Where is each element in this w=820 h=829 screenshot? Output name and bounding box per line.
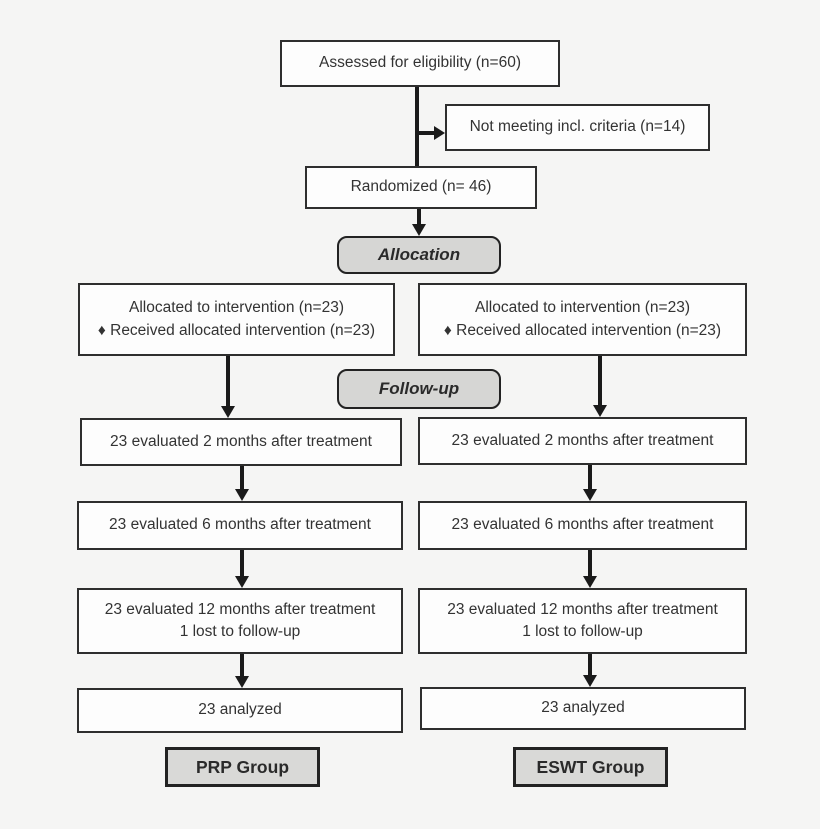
- assessed-eligibility-text: Assessed for eligibility (n=60): [318, 54, 522, 72]
- arrowhead-down-icon: [583, 489, 597, 501]
- box-randomized: Randomized (n= 46): [305, 166, 537, 209]
- eswt-lost-text: 1 lost to follow-up: [522, 623, 643, 640]
- arrowhead-right-icon: [434, 126, 445, 140]
- connector-branch-not-meeting: [417, 131, 435, 135]
- box-prp-eval-2m: 23 evaluated 2 months after treatment: [80, 418, 402, 466]
- connector-randomized-allocation: [417, 209, 421, 226]
- eswt-eval-12m-text: 23 evaluated 12 months after treatment: [447, 600, 718, 618]
- allocation-stage-text: Allocation: [377, 245, 461, 264]
- prp-lost-text: 1 lost to follow-up: [179, 623, 301, 640]
- eswt-group-text: ESWT Group: [536, 756, 645, 777]
- arrowhead-down-icon: [583, 675, 597, 687]
- eswt-eval-2m-text: 23 evaluated 2 months after treatment: [451, 431, 714, 449]
- group-label-prp: PRP Group: [165, 747, 320, 787]
- eswt-allocated-text: Allocated to intervention (n=23): [475, 299, 690, 317]
- box-prp-eval-12m: 23 evaluated 12 months after treatment 1…: [77, 588, 403, 654]
- prp-eval-6m-text: 23 evaluated 6 months after treatment: [109, 516, 371, 534]
- prp-eval-12m-text: 23 evaluated 12 months after treatment: [104, 600, 376, 618]
- connector-eswt-12m-analyzed: [588, 654, 592, 676]
- group-label-eswt: ESWT Group: [513, 747, 668, 787]
- prp-group-text: PRP Group: [195, 756, 290, 777]
- box-prp-allocated: Allocated to intervention (n=23) ♦ Recei…: [78, 283, 395, 356]
- box-not-meeting-criteria: Not meeting incl. criteria (n=14): [445, 104, 710, 151]
- stage-label-allocation: Allocation: [337, 236, 501, 274]
- arrowhead-down-icon: [412, 224, 426, 236]
- box-eswt-eval-6m: 23 evaluated 6 months after treatment: [418, 501, 747, 550]
- box-prp-eval-6m: 23 evaluated 6 months after treatment: [77, 501, 403, 550]
- connector-eswt-2m-6m: [588, 465, 592, 490]
- box-assessed-eligibility: Assessed for eligibility (n=60): [280, 40, 560, 87]
- connector-prp-allocated-2m: [226, 356, 230, 407]
- arrowhead-down-icon: [235, 676, 249, 688]
- arrowhead-down-icon: [235, 576, 249, 588]
- box-eswt-eval-12m: 23 evaluated 12 months after treatment 1…: [418, 588, 747, 654]
- randomized-text: Randomized (n= 46): [350, 178, 492, 196]
- box-prp-analyzed: 23 analyzed: [77, 688, 403, 733]
- arrowhead-down-icon: [235, 489, 249, 501]
- eswt-analyzed-text: 23 analyzed: [541, 699, 625, 717]
- connector-prp-2m-6m: [240, 466, 244, 490]
- eswt-received-text: ♦ Received allocated intervention (n=23): [443, 321, 722, 339]
- prp-allocated-text: Allocated to intervention (n=23): [129, 299, 344, 317]
- prp-analyzed-text: 23 analyzed: [198, 701, 282, 719]
- arrowhead-down-icon: [583, 576, 597, 588]
- arrowhead-down-icon: [593, 405, 607, 417]
- connector-eswt-6m-12m: [588, 550, 592, 577]
- connector-eswt-allocated-2m: [598, 356, 602, 406]
- prp-received-text: ♦ Received allocated intervention (n=23): [97, 321, 376, 339]
- connector-assessed-randomized: [415, 86, 419, 167]
- prp-eval-2m-text: 23 evaluated 2 months after treatment: [110, 432, 372, 450]
- arrowhead-down-icon: [221, 406, 235, 418]
- box-eswt-allocated: Allocated to intervention (n=23) ♦ Recei…: [418, 283, 747, 356]
- stage-label-followup: Follow-up: [337, 369, 501, 409]
- connector-prp-12m-analyzed: [240, 654, 244, 677]
- followup-stage-text: Follow-up: [378, 379, 460, 398]
- not-meeting-criteria-text: Not meeting incl. criteria (n=14): [469, 118, 686, 136]
- connector-prp-6m-12m: [240, 550, 244, 577]
- box-eswt-analyzed: 23 analyzed: [420, 687, 746, 730]
- box-eswt-eval-2m: 23 evaluated 2 months after treatment: [418, 417, 747, 465]
- eswt-eval-6m-text: 23 evaluated 6 months after treatment: [451, 516, 714, 534]
